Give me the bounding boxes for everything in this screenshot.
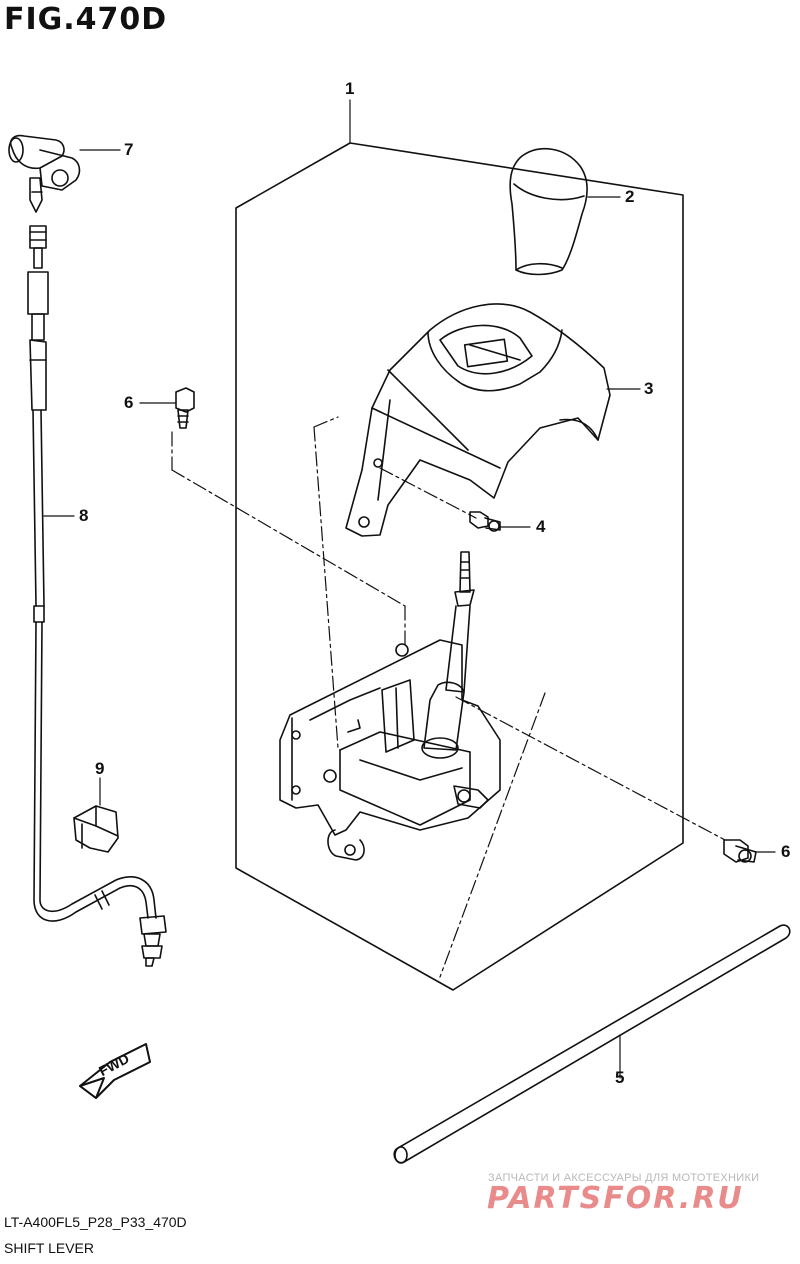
- assembly-boundary: [235, 142, 684, 991]
- callout-7: 7: [124, 140, 134, 159]
- callout-3: 3: [644, 379, 654, 398]
- callout-4: 4: [536, 517, 546, 536]
- model-code: LT-A400FL5_P28_P33_470D: [4, 1214, 187, 1230]
- clamp-drawing: [73, 805, 119, 853]
- leader-lines: [43, 99, 776, 1079]
- callout-2: 2: [625, 187, 635, 206]
- figure-name: SHIFT LEVER: [4, 1240, 94, 1256]
- small-bolt-drawing: [469, 511, 501, 532]
- cable-end-fitting-drawing: [8, 134, 81, 213]
- long-rod-drawing: [393, 924, 791, 1164]
- callout-6-upper: 6: [124, 393, 134, 412]
- shift-lever-shaft-drawing: [421, 551, 475, 759]
- shift-knob-drawing: [509, 148, 588, 276]
- fwd-arrow-icon: [79, 1043, 151, 1099]
- figure-title: FIG.470D: [4, 2, 168, 37]
- callout-6-lower: 6: [781, 842, 791, 861]
- callout-5: 5: [615, 1068, 625, 1087]
- callout-8: 8: [79, 506, 89, 525]
- shift-bracket-drawing: [279, 639, 501, 861]
- alignment-lines: [171, 416, 726, 978]
- callout-1: 1: [345, 79, 355, 98]
- bolt-upper-drawing: [175, 387, 195, 429]
- bolt-lower-drawing: [723, 839, 757, 863]
- watermark-tagline: ЗАПЧАСТИ И АКСЕССУАРЫ ДЛЯ МОТОТЕХНИКИ: [488, 1172, 760, 1184]
- lever-cover-drawing: [345, 303, 611, 537]
- shift-cable-drawing: [27, 225, 167, 967]
- callout-9: 9: [95, 759, 105, 778]
- watermark-logo: PARTSFOR.RU: [487, 1181, 744, 1216]
